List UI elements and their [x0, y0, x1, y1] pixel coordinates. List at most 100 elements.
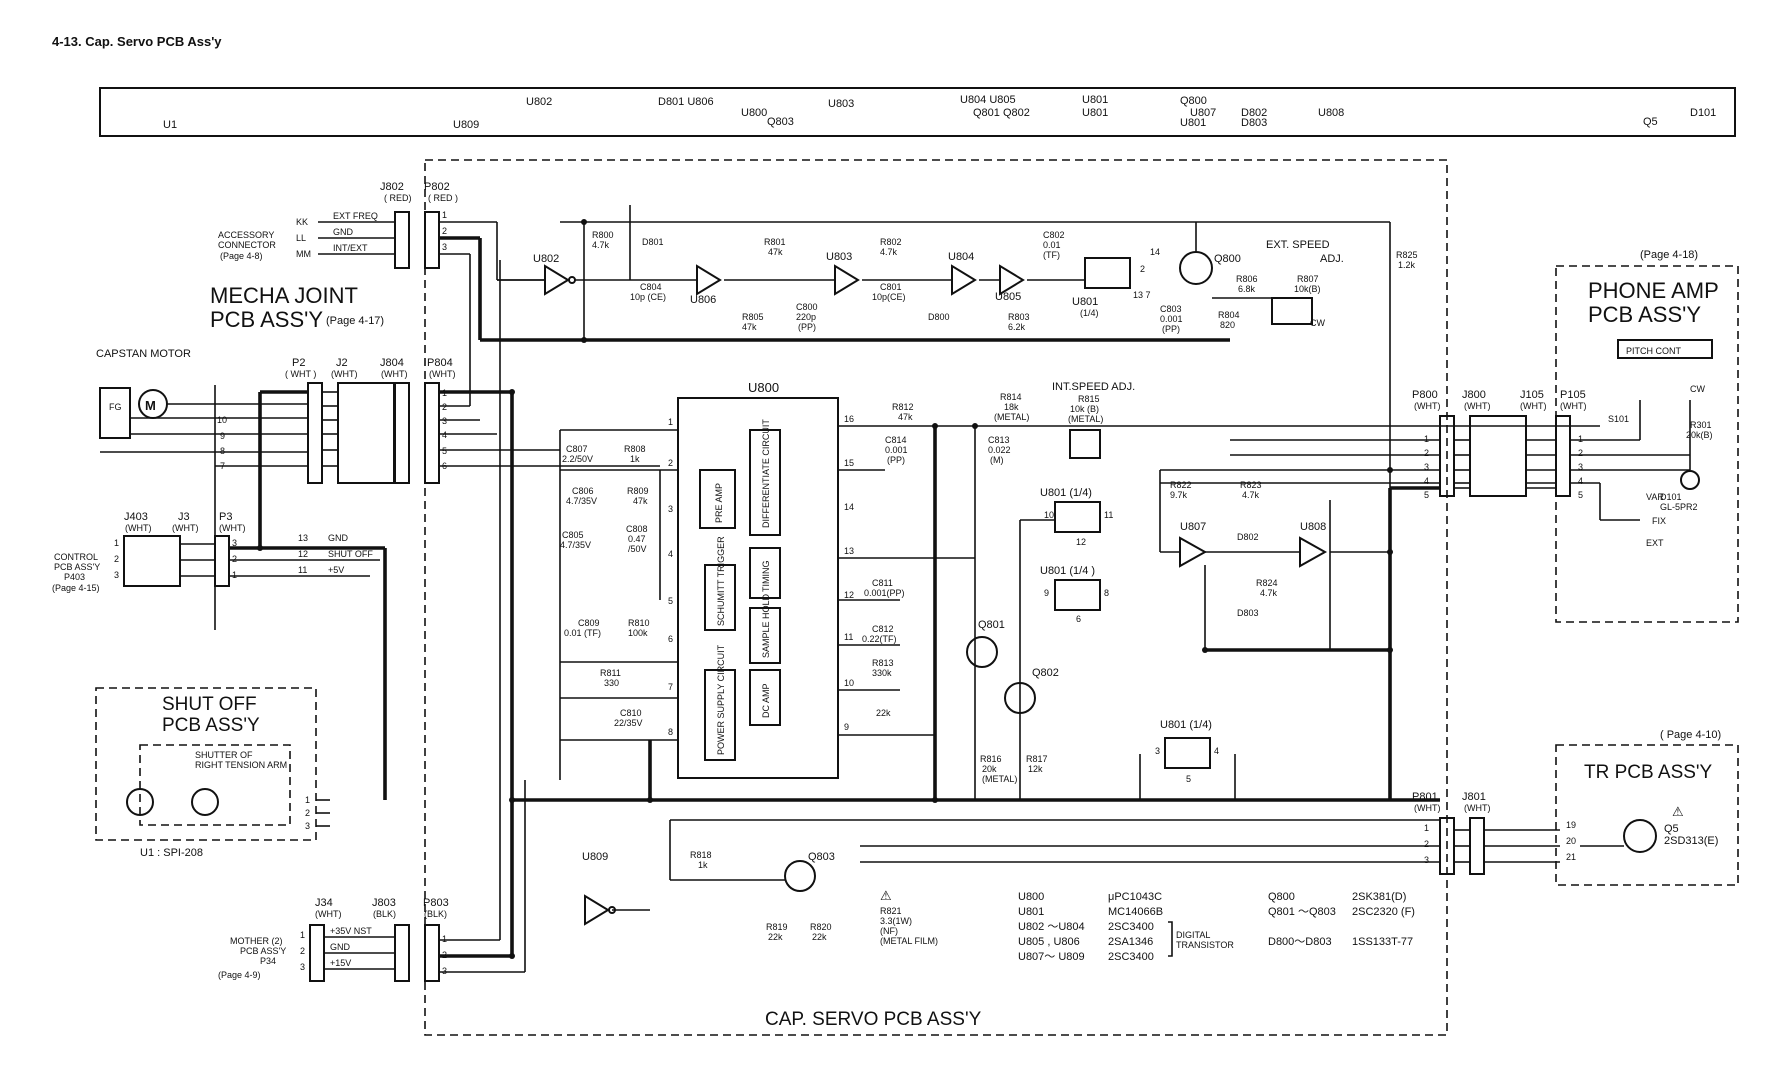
svg-text:13: 13: [844, 546, 854, 556]
c814-label: C814: [885, 435, 907, 445]
svg-text:2: 2: [232, 554, 237, 564]
svg-text:20: 20: [1566, 836, 1576, 846]
part-q801-q803: 2SC2320 (F): [1352, 906, 1415, 918]
loc-u1: U1: [163, 119, 177, 131]
conn-j800: J800: [1462, 389, 1486, 401]
warning-icon: ⚠: [880, 888, 892, 903]
svg-text:15: 15: [844, 458, 854, 468]
svg-text:22/35V: 22/35V: [614, 718, 643, 728]
ext-label: EXT: [1646, 538, 1664, 548]
svg-text:7: 7: [668, 682, 673, 692]
c801-label: C801: [880, 282, 902, 292]
parts-list: U800 μPC1043C U801 MC14066B U802 ～U804 2…: [1018, 891, 1415, 963]
accessory-line3: (Page 4-8): [220, 251, 263, 261]
loc-q803: Q803: [767, 116, 794, 128]
svg-text:2: 2: [442, 226, 447, 236]
svg-text:1: 1: [1578, 434, 1583, 444]
int-speed-label: INT.SPEED ADJ.: [1052, 381, 1135, 393]
u803-label: U803: [826, 251, 852, 263]
p3-shut-off: SHUT OFF: [328, 549, 373, 559]
svg-text:4.7k: 4.7k: [880, 247, 898, 257]
tr-title: TR PCB ASS'Y: [1584, 762, 1713, 783]
u808-label: U808: [1300, 521, 1326, 533]
part-q800: 2SK381(D): [1352, 891, 1406, 903]
svg-text:2: 2: [442, 402, 447, 412]
u808-gate: [1299, 536, 1328, 568]
conn-j803-color: (BLK): [373, 909, 396, 919]
svg-text:9.7k: 9.7k: [1170, 490, 1188, 500]
svg-text:1: 1: [232, 570, 237, 580]
svg-text:3: 3: [305, 821, 310, 831]
u800-peripherals: C807 2.2/50V R808 1k C806 4.7/35V R809 4…: [559, 381, 1600, 800]
part-u800: μPC1043C: [1108, 891, 1162, 903]
loc-u801-a: U801: [1082, 94, 1108, 106]
transistors-lower: Q801 Q802 R816 20k (METAL) R817 12k U801…: [582, 426, 1440, 946]
block-sample-hold: [749, 607, 781, 664]
c809-label: C809: [578, 618, 600, 628]
svg-text:4.7/35V: 4.7/35V: [566, 496, 597, 506]
svg-text:2: 2: [114, 554, 119, 564]
q802-label: Q802: [1032, 667, 1059, 679]
svg-text:100k: 100k: [628, 628, 648, 638]
loc-q5: Q5: [1643, 116, 1658, 128]
conn-j800-color: (WHT): [1464, 401, 1491, 411]
u801-b-label: U801 (1/4 ): [1040, 565, 1095, 577]
svg-text:8: 8: [1104, 588, 1109, 598]
part-ref-u807-u809: U807～ U809: [1018, 951, 1085, 963]
phone-amp-title1: PHONE AMP: [1588, 278, 1719, 303]
c813-label: C813: [988, 435, 1010, 445]
c803-label: C803: [1160, 304, 1182, 314]
part-u801: MC14066B: [1108, 906, 1163, 918]
c800-label: C800: [796, 302, 818, 312]
svg-text:(TF): (TF): [1043, 250, 1060, 260]
part-u805-u806: 2SA1346: [1108, 936, 1153, 948]
r805-label: R805: [742, 312, 764, 322]
conn-j105: J105: [1520, 389, 1544, 401]
svg-text:10p(CE): 10p(CE): [872, 292, 906, 302]
control-line1: CONTROL: [54, 552, 98, 562]
d803-label: D803: [1237, 608, 1259, 618]
control-line2: PCB ASS'Y: [54, 562, 100, 572]
u801-switch-top: [1084, 257, 1131, 289]
power-rails: [460, 221, 1440, 972]
svg-text:1.2k: 1.2k: [1398, 260, 1416, 270]
svg-text:(M): (M): [990, 455, 1004, 465]
conn-j801: J801: [1462, 791, 1486, 803]
svg-text:3: 3: [442, 966, 447, 976]
block-pre-amp: [699, 469, 736, 529]
r816-label: R816: [980, 754, 1002, 764]
fg-label: FG: [109, 402, 122, 412]
shutter-line2: RIGHT TENSION ARM: [195, 760, 287, 770]
d801-label: D801: [642, 237, 664, 247]
svg-text:1: 1: [305, 795, 310, 805]
svg-text:3: 3: [1578, 462, 1583, 472]
shut-off-board: SHUT OFF PCB ASS'Y SHUTTER OF RIGHT TENS…: [95, 687, 330, 859]
part-ref-u802-u804: U802 ～U804: [1018, 921, 1085, 933]
s101-label: S101: [1608, 414, 1629, 424]
svg-text:3: 3: [1155, 746, 1160, 756]
svg-text:21: 21: [1566, 852, 1576, 862]
svg-text:10: 10: [1044, 510, 1054, 520]
motor-m: M: [145, 398, 156, 413]
part-ref-u805-u806: U805 , U806: [1018, 936, 1080, 948]
svg-text:6.2k: 6.2k: [1008, 322, 1026, 332]
part-ref-q801-q803: Q801 ～Q803: [1268, 906, 1336, 918]
r825-label: R825: [1396, 250, 1418, 260]
svg-text:0.001(PP): 0.001(PP): [864, 588, 905, 598]
u807-gate: [1179, 536, 1208, 568]
svg-text:10p (CE): 10p (CE): [630, 292, 666, 302]
svg-text:4: 4: [1578, 476, 1583, 486]
r818-label: R818: [690, 850, 712, 860]
svg-text:2: 2: [668, 458, 673, 468]
svg-text:16: 16: [844, 414, 854, 424]
svg-text:820: 820: [1220, 320, 1235, 330]
control-line3: P403: [64, 572, 85, 582]
led-icon: [126, 788, 154, 816]
svg-text:2: 2: [1424, 839, 1429, 849]
svg-text:4.7k: 4.7k: [1242, 490, 1260, 500]
svg-text:14: 14: [844, 502, 854, 512]
d101-icon: [1680, 470, 1700, 490]
r802-label: R802: [880, 237, 902, 247]
mecha-joint-board: MECHA JOINT PCB ASS'Y (Page 4-17) CAPSTA…: [96, 283, 660, 630]
svg-text:4.7k: 4.7k: [1260, 588, 1278, 598]
